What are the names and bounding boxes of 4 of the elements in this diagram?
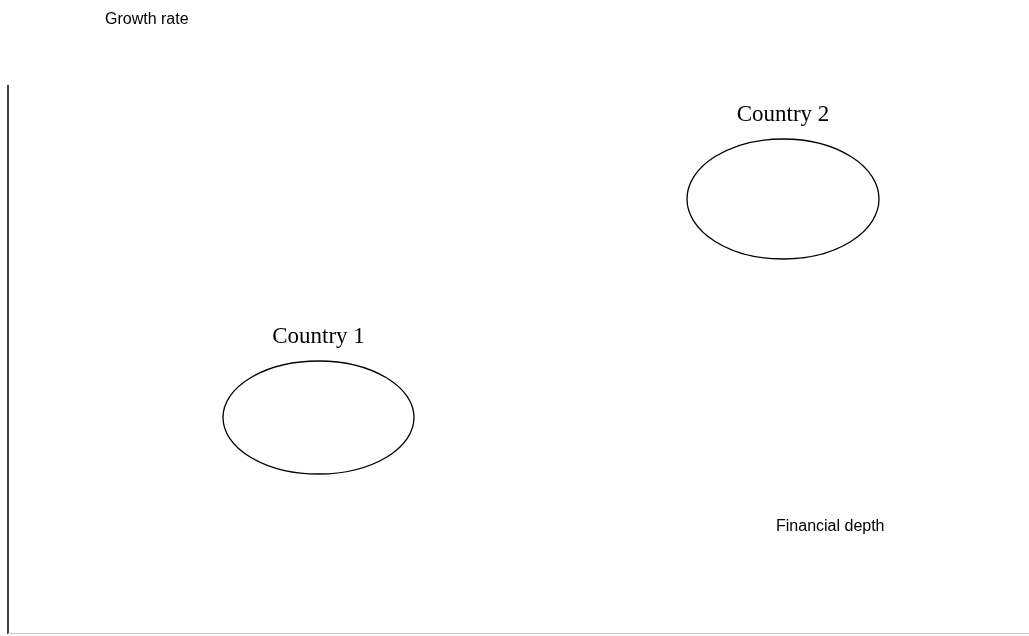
- ellipse-label: Country 1: [271, 322, 366, 350]
- y-axis-title: Growth rate: [105, 10, 189, 28]
- x-axis-title: Financial depth: [776, 517, 885, 535]
- ellipse-label: Country 2: [735, 100, 831, 128]
